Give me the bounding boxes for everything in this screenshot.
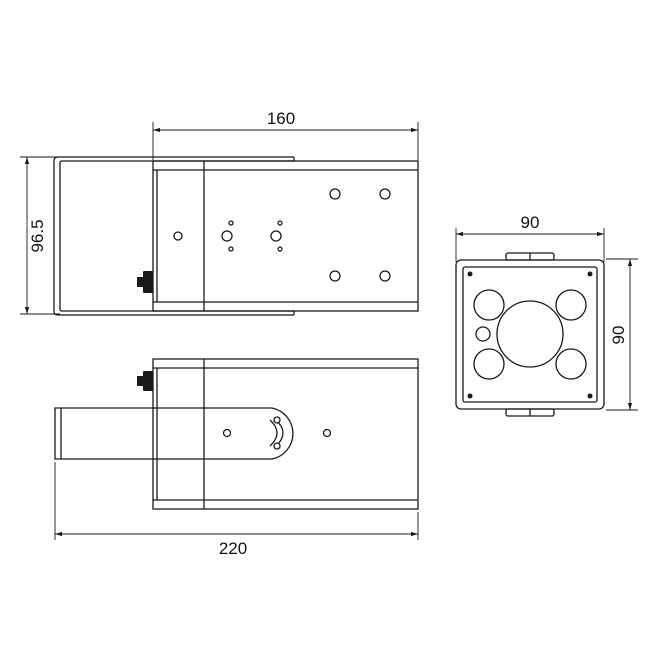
- housing-body-front: [152, 358, 419, 510]
- screw: [467, 271, 473, 277]
- dimension-side-width: 90: [455, 213, 605, 262]
- top-view: 160 96.5: [20, 109, 419, 316]
- dimension-bottom-width: 220: [54, 462, 419, 558]
- knob-front: [137, 371, 153, 391]
- bracket-inner: [59, 160, 294, 312]
- dimension-label-96-5: 96.5: [28, 219, 47, 252]
- dimension-side-height: 90: [606, 258, 638, 411]
- end-plate-inner: [462, 266, 598, 403]
- arm-rounded-end: [153, 407, 294, 460]
- dimension-top-height: 96.5: [20, 156, 60, 315]
- slot: [269, 419, 278, 447]
- housing-body: [152, 160, 419, 312]
- port: [473, 289, 505, 321]
- center-port: [496, 300, 564, 368]
- dimension-label-90-width: 90: [521, 213, 540, 232]
- bracket-arm: [54, 407, 153, 460]
- front-view: 220: [54, 358, 419, 558]
- dimension-label-90-height: 90: [609, 326, 628, 345]
- dimension-label-160: 160: [267, 109, 295, 128]
- end-plate: [455, 259, 605, 410]
- dimension-label-220: 220: [219, 539, 247, 558]
- hole: [173, 231, 183, 241]
- knob: [137, 271, 153, 293]
- dimension-top-width: 160: [152, 109, 419, 160]
- side-view: 90 90: [455, 213, 638, 417]
- small-port: [475, 326, 491, 342]
- bracket-outline: [53, 156, 294, 316]
